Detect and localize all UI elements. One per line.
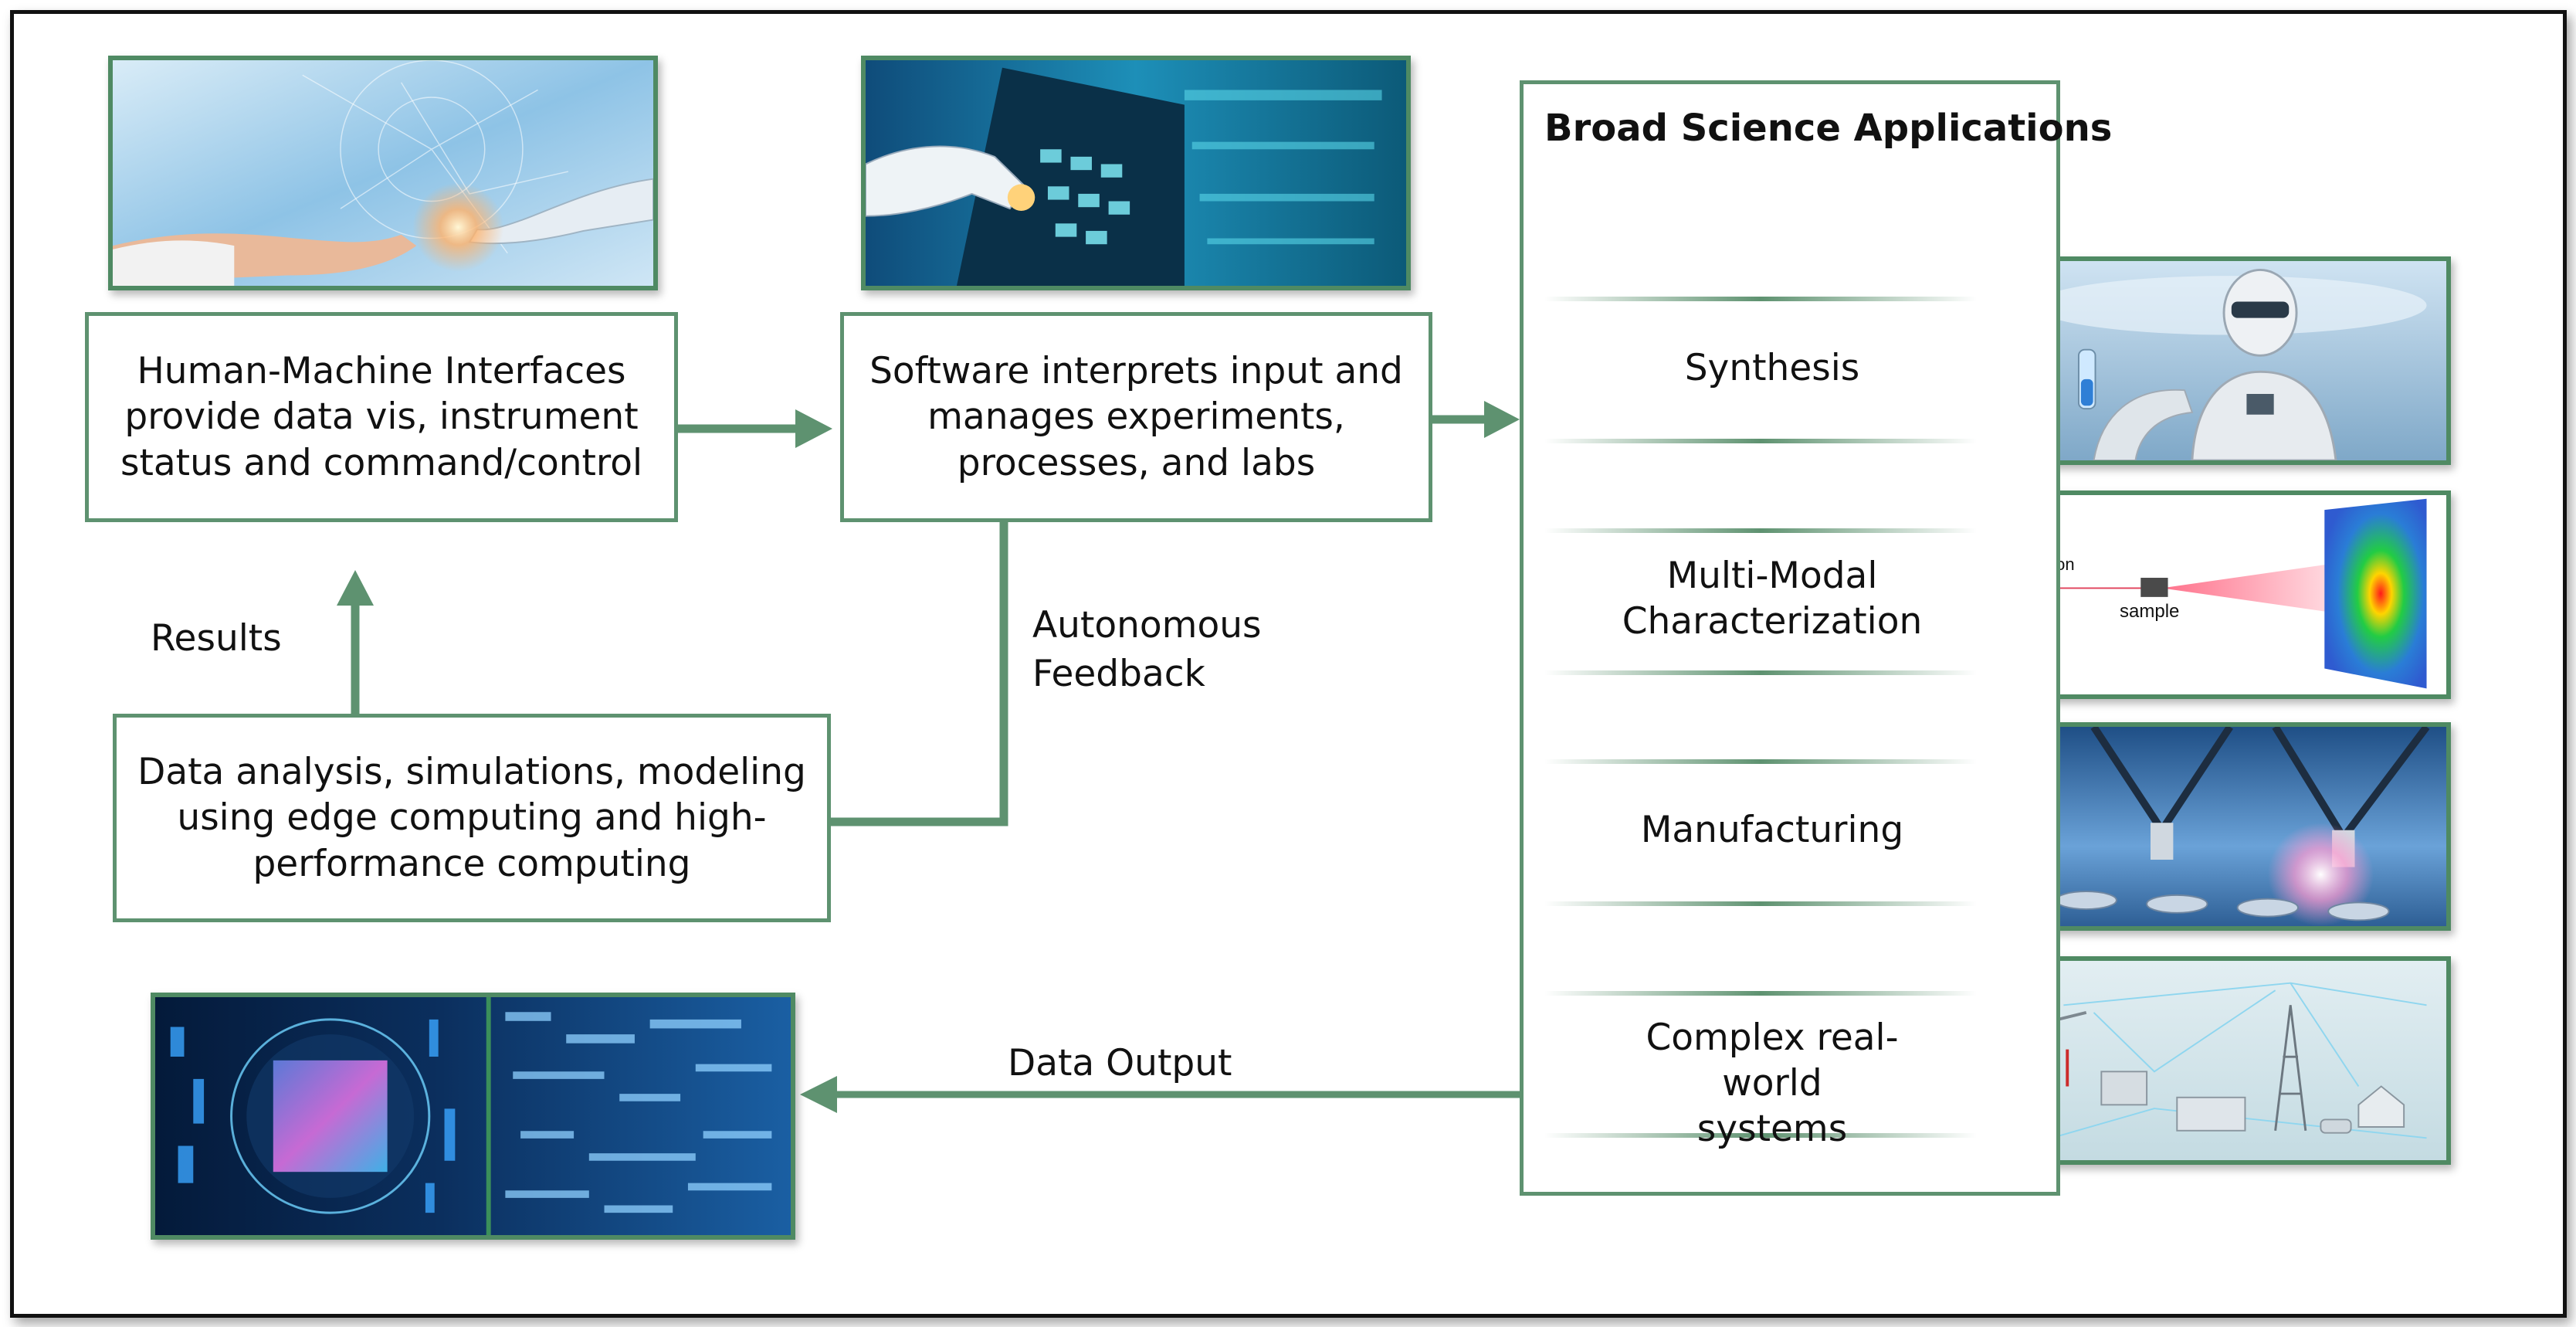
separator [1544,297,1977,301]
broad-science-panel [1520,80,2060,1196]
arrowhead-hmi-to-software [795,409,832,448]
analysis-box: Data analysis, simulations, modeling usi… [113,714,831,922]
connector-autonomous-feedback [831,522,1008,826]
hand-touch-robot-hand-image [108,56,658,290]
arrowhead-software-to-panel [1484,401,1520,438]
data-processor-image [151,993,795,1240]
results-label: Results [151,617,282,660]
wind-turbine-power-grid-image [1998,956,2451,1165]
software-text: Software interprets input and manages ex… [869,350,1403,484]
separator [1544,439,1977,443]
sample-label: sample [2120,601,2180,622]
app-label-manufacturing: Manufacturing [1640,809,1904,851]
hmi-text: Human-Machine Interfaces provide data vi… [120,350,643,484]
data-output-label: Data Output [1008,1042,1232,1084]
autonomous-feedback-label: Autonomous Feedback [1032,604,1262,696]
separator [1544,528,1977,533]
separator [1544,901,1977,906]
arrowhead-data-output [800,1076,837,1113]
software-box: Software interprets input and manages ex… [840,312,1432,522]
separator [1544,1133,1977,1138]
separator [1544,759,1977,764]
arrowhead-results-up [337,570,374,606]
robot-with-test-tube-image [1998,256,2451,465]
separator [1544,991,1977,996]
app-label-complex-systems: Complex real-world systems [1646,1016,1899,1151]
app-label-synthesis: Synthesis [1684,347,1860,389]
neutron-scattering-diagram-image [1998,490,2451,699]
robotic-manufacturing-image [1998,722,2451,931]
panel-title: Broad Science Applications [1544,107,2113,150]
hmi-box: Human-Machine Interfaces provide data vi… [85,312,678,522]
app-label-characterization: Multi-Modal Characterization [1622,555,1923,643]
separator [1544,670,1977,675]
robot-hand-control-panel-image [861,56,1411,290]
analysis-text: Data analysis, simulations, modeling usi… [137,751,806,885]
